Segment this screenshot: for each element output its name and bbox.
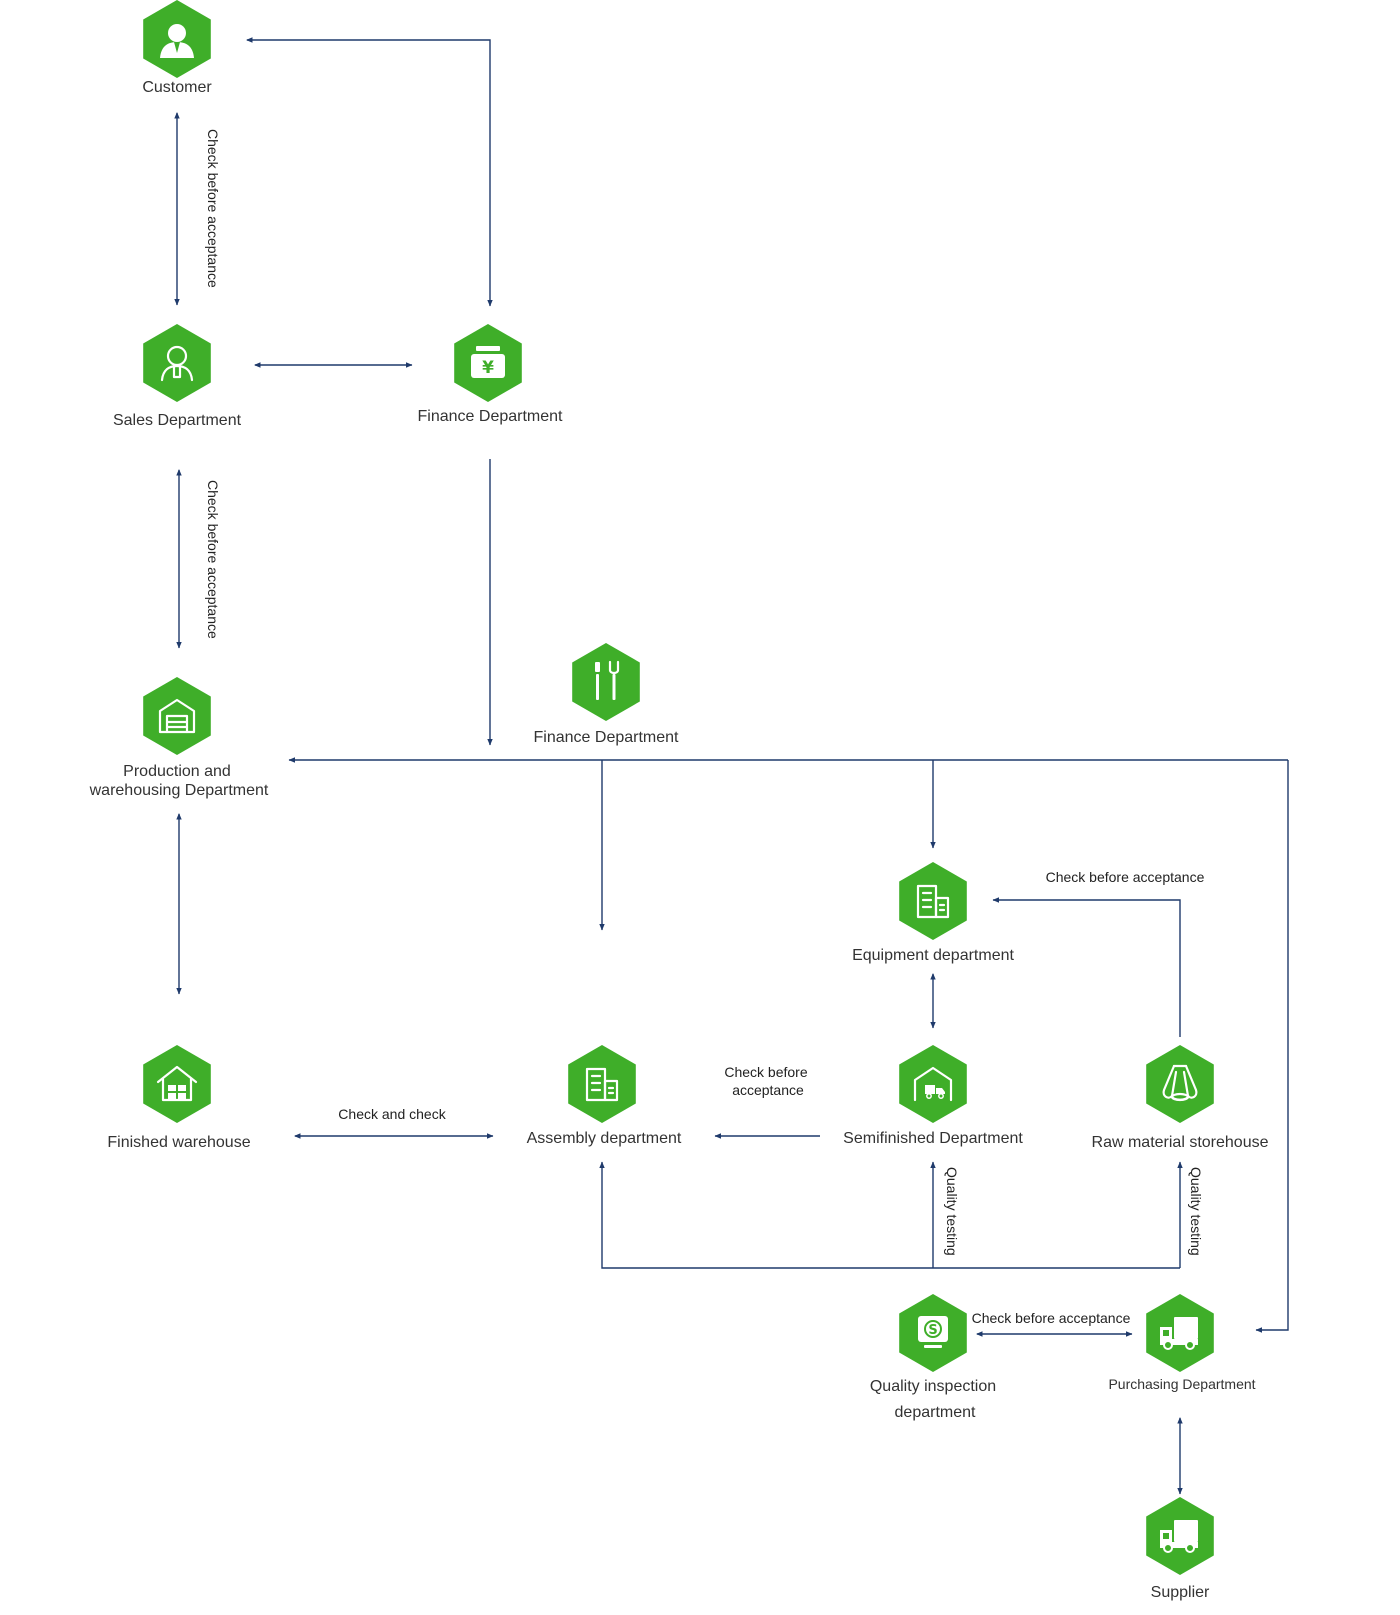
edge-label-quality-semi: Quality testing: [944, 1167, 960, 1256]
node-label: Assembly department: [527, 1130, 682, 1147]
edge-labels: Check before acceptance Check before acc…: [205, 129, 1205, 1326]
node-finance-tools[interactable]: Finance Department: [534, 643, 680, 746]
node-label-line1: Quality inspection: [870, 1378, 996, 1395]
node-label: Finished warehouse: [107, 1134, 250, 1151]
node-label-line1: Production and: [123, 763, 231, 780]
node-label: Semifinished Department: [843, 1130, 1023, 1147]
node-equipment[interactable]: Equipment department: [852, 862, 1014, 964]
edge-label-semi-assembly-1: Check before: [724, 1064, 807, 1080]
node-label: Finance Department: [534, 729, 680, 746]
building-icon: [585, 1067, 619, 1102]
svg-text:S: S: [928, 1323, 937, 1338]
truck-icon: [1160, 1520, 1198, 1553]
node-supplier[interactable]: Supplier: [1146, 1497, 1214, 1601]
edge-label-customer-sales: Check before acceptance: [205, 129, 221, 288]
node-production[interactable]: Production and warehousing Department: [89, 677, 269, 799]
businessman-icon: [160, 24, 194, 58]
node-label-line2: department: [895, 1404, 976, 1421]
node-customer[interactable]: Customer: [142, 0, 212, 96]
person-icon: [160, 345, 194, 382]
edge-customer-finance: [246, 37, 493, 307]
edge-label-finished-assembly: Check and check: [338, 1106, 446, 1122]
house-icon: [156, 1065, 198, 1102]
building-icon: [916, 884, 950, 919]
edge-bus-to-purchasing: [1255, 760, 1289, 1333]
node-purchasing[interactable]: Purchasing Department: [1108, 1294, 1256, 1392]
edge-label-sales-production: Check before acceptance: [205, 480, 221, 639]
node-label: Equipment department: [852, 947, 1014, 964]
tools-icon: [595, 660, 620, 700]
edge-label-raw-equipment: Check before acceptance: [1046, 869, 1205, 885]
node-label: Finance Department: [418, 408, 564, 425]
node-label: Sales Department: [113, 412, 242, 429]
node-semifinished[interactable]: Semifinished Department: [843, 1045, 1023, 1147]
node-label: Supplier: [1151, 1584, 1210, 1601]
node-finance[interactable]: ¥ Finance Department: [418, 324, 564, 425]
edge-label-quality-raw: Quality testing: [1188, 1167, 1204, 1256]
node-assembly[interactable]: Assembly department: [527, 1045, 682, 1147]
garage-truck-icon: [913, 1066, 953, 1102]
node-label-line2: warehousing Department: [89, 782, 269, 799]
node-label: Raw material storehouse: [1092, 1134, 1269, 1151]
warehouse-icon: [158, 698, 196, 734]
edge-quality-to-assembly: [599, 1161, 1180, 1269]
node-finished[interactable]: Finished warehouse: [107, 1045, 251, 1151]
edge-label-quality-purchasing: Check before acceptance: [972, 1310, 1131, 1326]
material-rolls-icon: [1162, 1064, 1198, 1102]
monitor-icon: S: [918, 1316, 948, 1348]
money-box-icon: ¥: [471, 346, 505, 378]
truck-icon: [1160, 1317, 1198, 1350]
node-quality[interactable]: S Quality inspection department: [870, 1294, 996, 1421]
node-label: Customer: [142, 79, 212, 96]
node-raw[interactable]: Raw material storehouse: [1092, 1045, 1269, 1151]
edge-raw-equipment: [992, 897, 1181, 1037]
connectors: [174, 37, 1289, 1495]
node-label: Purchasing Department: [1108, 1376, 1255, 1392]
node-sales[interactable]: Sales Department: [113, 324, 242, 429]
edge-label-semi-assembly-2: acceptance: [732, 1082, 804, 1098]
svg-text:¥: ¥: [482, 358, 494, 378]
